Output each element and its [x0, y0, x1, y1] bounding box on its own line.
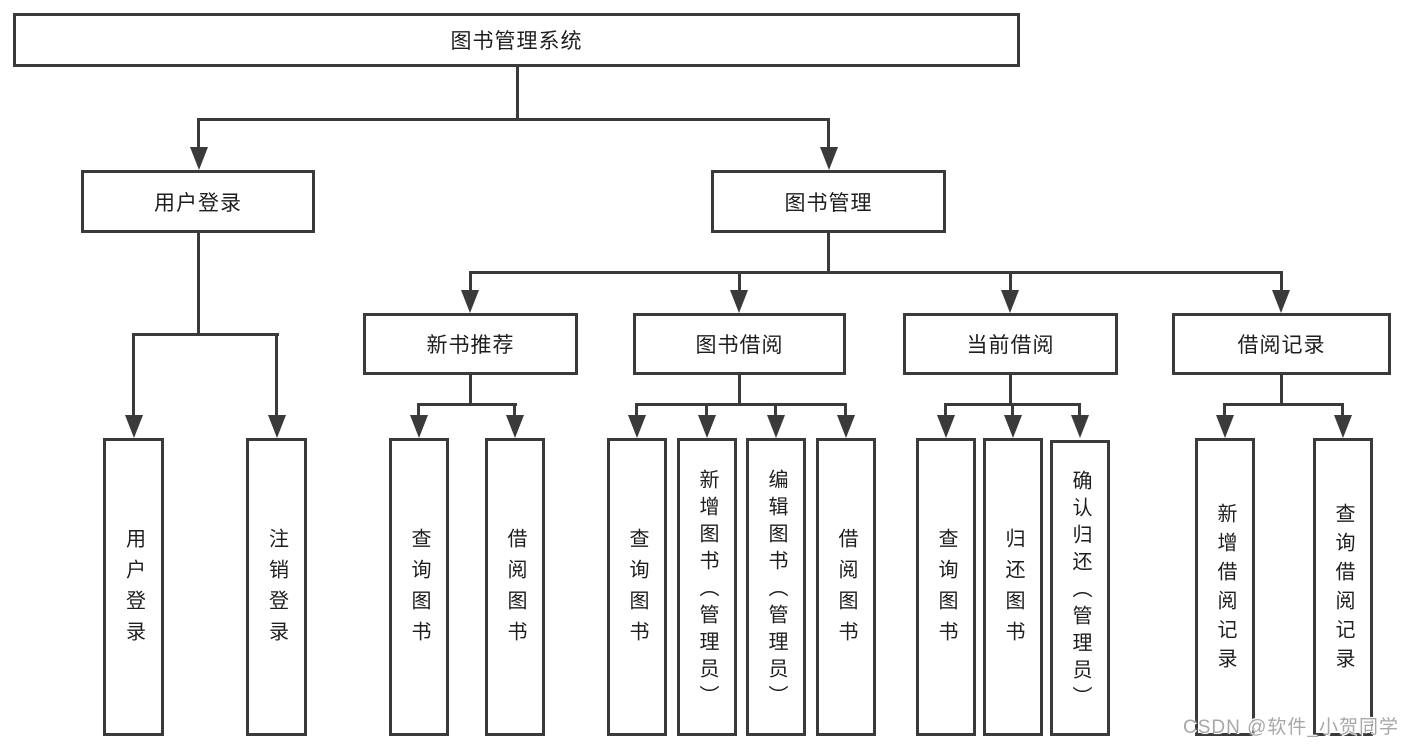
connector-branch-drop [738, 271, 741, 292]
leaf-borrow-borrow-label: 借阅图书 [835, 528, 857, 652]
connector-leaf-drop [417, 403, 420, 418]
node-current-borrow-label: 当前借阅 [966, 334, 1055, 357]
leaf-newbook-query-label: 查询图书 [408, 528, 430, 652]
arrow-down-icon [1272, 290, 1290, 313]
leaf-borrow-borrow: 借阅图书 [816, 438, 876, 736]
connector-book-mgmt-drop [827, 118, 830, 150]
node-root-label: 图书管理系统 [450, 30, 583, 53]
leaf-borrow-edit: 编辑图书（管理员） [746, 438, 806, 736]
leaf-borrow-add: 新增图书（管理员） [677, 438, 737, 736]
node-book-borrow: 图书借阅 [633, 313, 846, 375]
connector-rail [417, 403, 517, 406]
node-current-borrow: 当前借阅 [903, 313, 1118, 375]
connector-stem [738, 373, 741, 405]
connector-stem [469, 373, 472, 405]
connector-stem [1009, 373, 1012, 405]
connector-leaf-drop [774, 403, 777, 418]
connector-leaf-drop [1011, 403, 1014, 418]
arrow-down-icon [628, 415, 646, 438]
connector-mgmt-stem [827, 231, 830, 274]
leaf-borrow-query-label: 查询图书 [626, 528, 648, 652]
arrow-down-icon [730, 290, 748, 313]
leaf-record-add: 新增借阅记录 [1195, 438, 1255, 736]
leaf-record-query: 查询借阅记录 [1313, 438, 1373, 736]
connector-level1-rail [197, 118, 830, 121]
node-new-book-rec: 新书推荐 [363, 313, 578, 375]
leaf-newbook-borrow-label: 借阅图书 [504, 528, 526, 652]
connector-user-rail [132, 333, 279, 336]
connector-leaf-drop [132, 333, 135, 417]
node-book-borrow-label: 图书借阅 [695, 334, 784, 357]
connector-leaf-drop [275, 333, 278, 417]
connector-user-stem [197, 231, 200, 335]
connector-rail [1224, 403, 1344, 406]
connector-branch-drop [1009, 271, 1012, 292]
connector-leaf-drop [635, 403, 638, 418]
leaf-newbook-query: 查询图书 [389, 438, 449, 736]
arrow-down-icon [937, 415, 955, 438]
connector-rail [635, 403, 847, 406]
arrow-down-icon [125, 415, 143, 438]
leaf-current-query-label: 查询图书 [935, 528, 957, 652]
connector-leaf-drop [944, 403, 947, 418]
node-user-login: 用户登录 [81, 170, 315, 233]
connector-leaf-drop [705, 403, 708, 418]
arrow-down-icon [1004, 415, 1022, 438]
arrow-down-icon [820, 147, 838, 170]
connector-branch-drop [469, 271, 472, 292]
leaf-logout: 注销登录 [246, 438, 307, 736]
leaf-current-query: 查询图书 [916, 438, 976, 736]
connector-root-stem [516, 67, 519, 120]
leaf-logout-label: 注销登录 [265, 528, 288, 652]
leaf-current-return: 归还图书 [983, 438, 1043, 736]
arrow-down-icon [1001, 290, 1019, 313]
connector-level2-rail [469, 271, 1283, 274]
leaf-borrow-add-label: 新增图书（管理员） [696, 468, 718, 712]
connector-stem [1280, 373, 1283, 405]
leaf-borrow-query: 查询图书 [607, 438, 667, 736]
arrow-down-icon [461, 290, 479, 313]
connector-leaf-drop [1341, 403, 1344, 418]
connector-leaf-drop [1223, 403, 1226, 418]
leaf-current-confirm-label: 确认归还（管理员） [1069, 469, 1091, 713]
leaf-user-login-label: 用户登录 [122, 528, 145, 652]
arrow-down-icon [268, 415, 286, 438]
csdn-watermark: CSDN @软件_小贺同学 [1183, 717, 1399, 738]
node-book-mgmt: 图书管理 [711, 170, 946, 233]
arrow-down-icon [698, 415, 716, 438]
leaf-borrow-edit-label: 编辑图书（管理员） [765, 468, 787, 712]
connector-leaf-drop [513, 403, 516, 418]
leaf-current-return-label: 归还图书 [1002, 528, 1024, 652]
connector-leaf-drop [844, 403, 847, 418]
arrow-down-icon [837, 415, 855, 438]
arrow-down-icon [767, 415, 785, 438]
arrow-down-icon [410, 415, 428, 438]
node-borrow-records-label: 借阅记录 [1237, 334, 1326, 357]
connector-leaf-drop [1078, 403, 1081, 418]
arrow-down-icon [1216, 415, 1234, 438]
node-new-book-rec-label: 新书推荐 [426, 334, 515, 357]
leaf-newbook-borrow: 借阅图书 [485, 438, 545, 736]
leaf-current-confirm: 确认归还（管理员） [1050, 440, 1110, 736]
leaf-user-login: 用户登录 [103, 438, 164, 736]
arrow-down-icon [1071, 415, 1089, 438]
connector-user-login-drop [197, 118, 200, 150]
arrow-down-icon [190, 147, 208, 170]
node-root: 图书管理系统 [13, 13, 1020, 67]
node-user-login-label: 用户登录 [154, 191, 242, 215]
node-borrow-records: 借阅记录 [1172, 313, 1391, 375]
arrow-down-icon [506, 415, 524, 438]
node-book-mgmt-label: 图书管理 [784, 191, 873, 215]
arrow-down-icon [1334, 415, 1352, 438]
leaf-record-query-label: 查询借阅记录 [1332, 503, 1354, 677]
leaf-record-add-label: 新增借阅记录 [1214, 503, 1236, 677]
connector-branch-drop [1280, 271, 1283, 292]
